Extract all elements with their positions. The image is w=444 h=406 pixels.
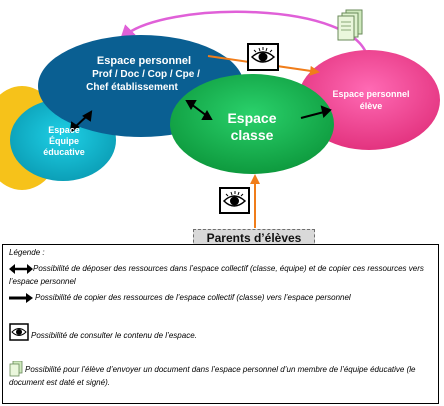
legend-item-text: Possibilité pour l’élève d’envoyer un do… [9,365,416,387]
espace-classe-line1: Espace [227,110,276,126]
espace-equipe-line1: Espace [48,125,80,135]
eye-icon [219,187,250,214]
legend-item-text: Possibilité de déposer des ressources da… [9,264,424,286]
legend-item: Possibilité de consulter le contenu de l… [9,323,432,342]
espace-equipe-line2: Équipe [49,136,79,146]
right-arrow-icon [9,293,33,303]
legend-item-text: Possibilité de consulter le contenu de l… [31,331,197,340]
legend: Légende : Possibilité de déposer des res… [2,244,439,404]
espace-classe-line2: classe [231,127,274,143]
espace-eleve-line2: élève [360,101,383,111]
legend-title: Légende : [9,248,45,257]
document-send-arrow [119,10,370,61]
legend-item: Possibilité de déposer des ressources da… [9,262,432,288]
eye-icon [9,323,29,341]
double-arrow-equipe [69,110,93,133]
legend-item: Possibilité pour l’élève d’envoyer un do… [9,361,432,389]
espace-classe-node [170,74,334,174]
espace-personnel-title: Espace personnel [97,55,191,67]
document-icon [337,9,363,41]
right-arrow-eleve [300,105,332,119]
eye-icon [247,43,279,71]
espace-equipe-line3: éducative [43,147,85,157]
legend-item-text: Possibilité de copier des ressources de … [35,293,351,302]
espace-eleve-line1: Espace personnel [332,89,409,99]
double-arrow-icon [9,264,33,274]
legend-item: Possibilité de copier des ressources de … [9,291,432,304]
document-icon [9,361,23,377]
diagram: Espace personnel Prof / Doc / Cop / Cpe … [0,9,440,228]
double-arrow-classe [185,100,213,120]
espace-personnel-roles: Prof / Doc / Cop / Cpe / [92,69,200,80]
espace-personnel-chef: Chef établissement [86,82,178,93]
parents-label: Parents d’élèves [193,229,315,248]
